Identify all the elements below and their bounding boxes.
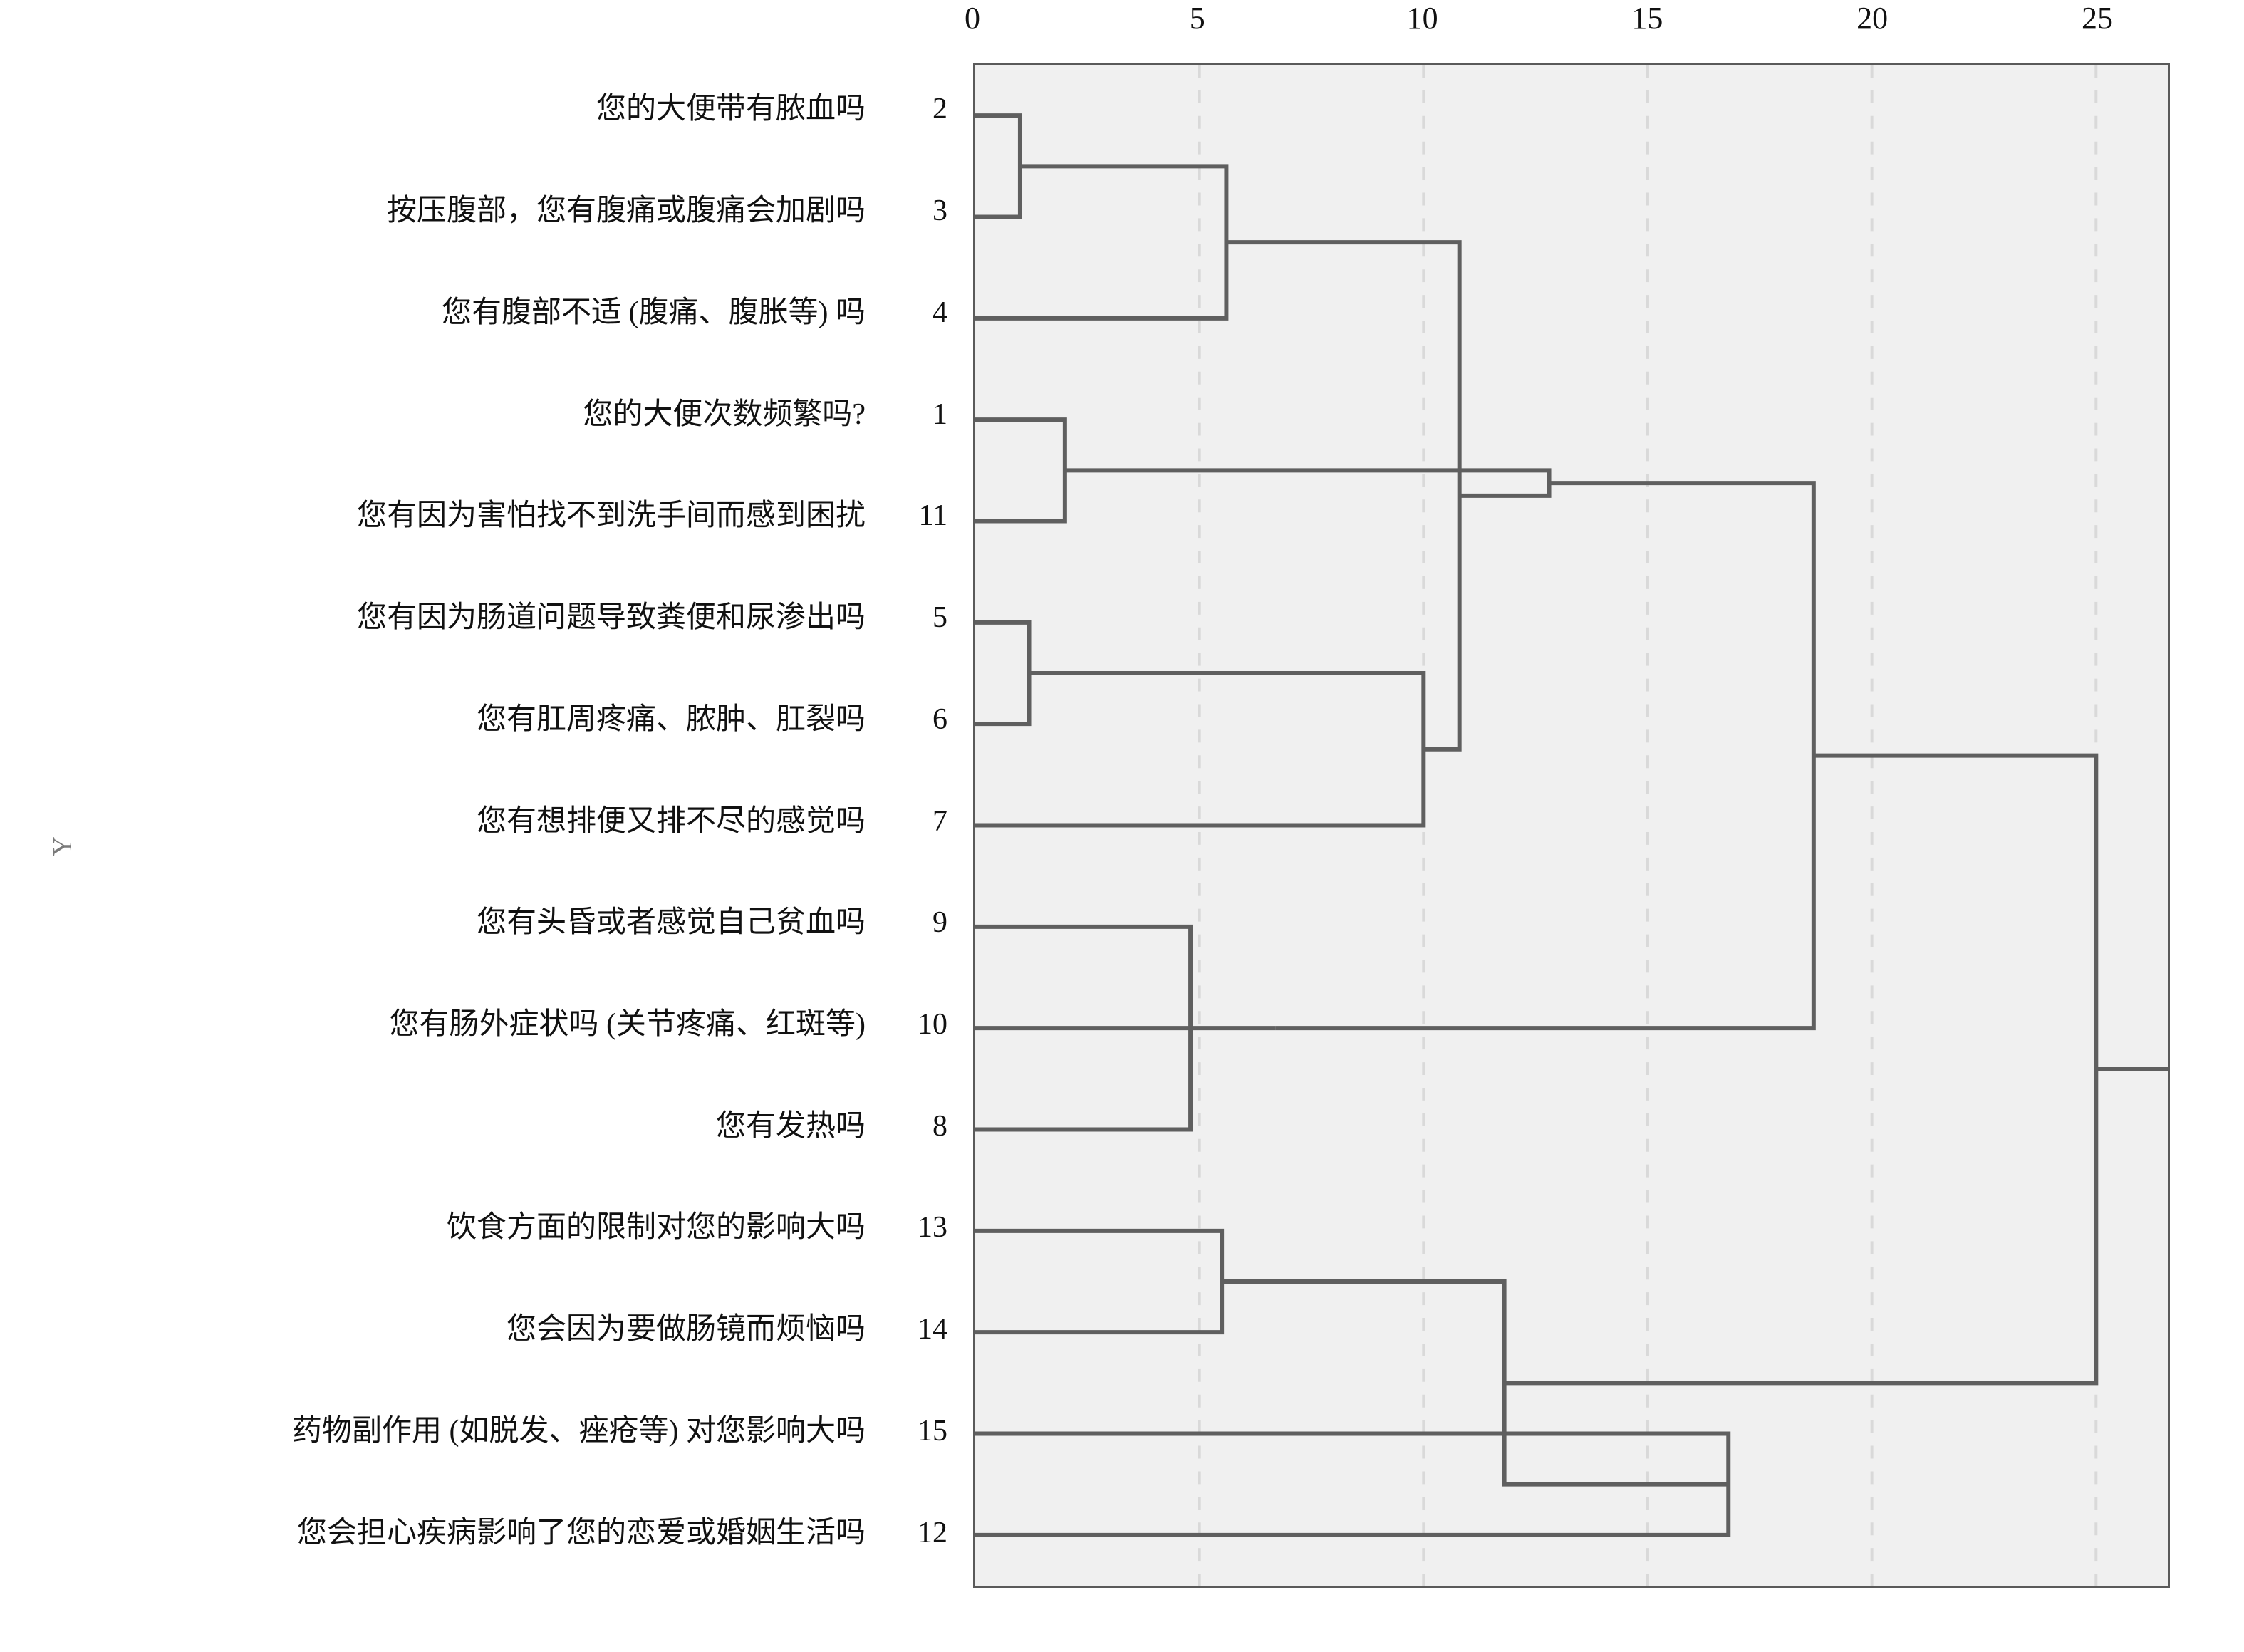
link-path — [975, 113, 1022, 219]
link-path — [975, 671, 1426, 828]
link-path — [1226, 240, 1462, 752]
x-axis: 0 5 10 15 20 25 — [965, 0, 2173, 63]
leaf-number-8: 8 — [933, 1109, 947, 1143]
leaf-number-9: 9 — [933, 906, 947, 940]
x-tick-10: 10 — [1406, 1, 1438, 36]
leaf-number-7: 7 — [933, 804, 947, 838]
leaf-label-10: 您有肠外症状吗 (关节疼痛、红斑等) — [389, 1007, 866, 1041]
link-path — [1504, 753, 2099, 1386]
leaf-label-14: 您会因为要做肠镜而烦恼吗 — [506, 1313, 866, 1346]
link-path — [1222, 1279, 1729, 1487]
leaf-number-10: 10 — [918, 1007, 947, 1041]
merge-link-m2 — [975, 164, 1229, 321]
merge-link-m13 — [1275, 481, 1816, 1031]
leaf-label-5: 您有因为肠道问题导致粪便和尿渗出吗 — [356, 601, 866, 635]
link-path — [1064, 468, 1552, 498]
leaf-label-6: 您有肛周疼痛、脓肿、肛裂吗 — [476, 702, 866, 736]
leaf-label-2: 您的大便带有脓血吗 — [596, 93, 866, 126]
leaf-number-11: 11 — [918, 499, 947, 533]
merge-link-m4 — [975, 417, 1067, 524]
merge-link-m7 — [975, 1228, 1225, 1335]
merge-link-m3 — [975, 620, 1032, 727]
leaf-label-13: 饮食方面的限制对您的影响大吗 — [446, 1211, 866, 1245]
leaf-label-15: 药物副作用 (如脱发、痤疮等) 对您影响大吗 — [292, 1414, 866, 1448]
leaf-number-13: 13 — [918, 1211, 947, 1245]
x-tick-15: 15 — [1631, 1, 1663, 36]
leaf-label-column: 您的大便带有脓血吗 2 按压腹部，您有腹痛或腹痛会加剧吗 3 您有腹部不适 (腹痛、腹胀… — [0, 0, 972, 1652]
leaf-number-2: 2 — [933, 93, 947, 126]
leaf-number-12: 12 — [918, 1516, 947, 1549]
leaf-label-1: 您的大便次数频繁吗? — [583, 398, 866, 431]
merge-link-m12 — [1064, 468, 1552, 498]
link-path — [975, 417, 1067, 524]
leaf-number-4: 4 — [933, 296, 947, 329]
plot-panel — [973, 63, 2170, 1588]
leaf-label-3: 按压腹部，您有腹痛或腹痛会加剧吗 — [386, 194, 866, 228]
merge-link-m8 — [975, 671, 1426, 828]
leaf-label-8: 您有发热吗 — [715, 1109, 866, 1143]
merge-link-m1 — [975, 113, 1022, 219]
leaf-number-15: 15 — [918, 1414, 947, 1448]
leaf-label-9: 您有头昏或者感觉自己贫血吗 — [476, 906, 866, 940]
leaf-number-14: 14 — [918, 1313, 947, 1346]
dendrogram-svg — [975, 65, 2168, 1586]
merge-link-m11 — [1222, 1279, 1729, 1487]
x-tick-0: 0 — [965, 1, 980, 36]
link-path — [1275, 481, 1816, 1031]
merge-link-m9 — [1226, 240, 1462, 752]
merge-link-m14 — [1504, 753, 2099, 1386]
link-path — [975, 620, 1032, 727]
leaf-number-1: 1 — [933, 398, 947, 431]
leaf-label-4: 您有腹部不适 (腹痛、腹胀等) 吗 — [442, 296, 866, 329]
leaf-number-6: 6 — [933, 702, 947, 736]
x-tick-20: 20 — [1856, 1, 1889, 36]
link-path — [975, 164, 1229, 321]
x-tick-5: 5 — [1189, 1, 1205, 36]
x-tick-25: 25 — [2081, 1, 2113, 36]
leaf-label-11: 您有因为害怕找不到洗手间而感到困扰 — [356, 499, 866, 533]
leaf-number-3: 3 — [933, 194, 947, 228]
link-path — [975, 1228, 1225, 1335]
leaf-label-7: 您有想排便又排不尽的感觉吗 — [476, 804, 866, 838]
leaf-number-5: 5 — [933, 601, 947, 635]
leaf-label-12: 您会担心疾病影响了您的恋爱或婚姻生活吗 — [296, 1516, 866, 1549]
